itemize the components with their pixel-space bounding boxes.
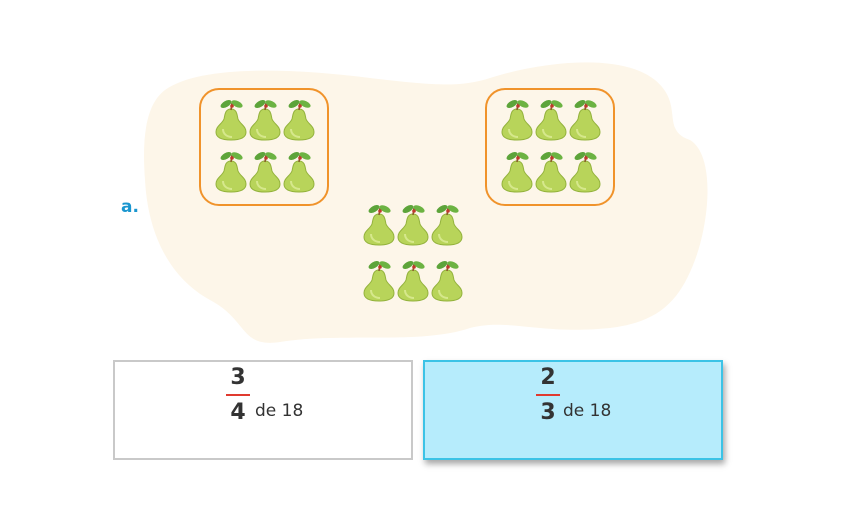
fraction-denominator: 3 (540, 400, 556, 425)
pear-icon (532, 95, 570, 141)
pear-group-box-left (199, 88, 329, 206)
option-text: de 18 (563, 401, 612, 421)
fraction-bar (226, 394, 250, 396)
fraction-numerator: 2 (540, 365, 556, 390)
fraction: 2 3 (534, 366, 562, 425)
pear-icon (566, 147, 604, 193)
pear-icon (280, 147, 318, 193)
pear-icon (566, 95, 604, 141)
pear-icon (360, 256, 398, 302)
pear-icon (394, 256, 432, 302)
pear-icon (360, 200, 398, 246)
answer-option-three-quarters[interactable]: 3 4 de 18 (113, 360, 413, 460)
pear-icon (394, 200, 432, 246)
question-label: a. (121, 197, 139, 217)
pear-icon (212, 147, 250, 193)
pear-group-box-right (485, 88, 615, 206)
pear-icon (246, 95, 284, 141)
pear-icon (498, 95, 536, 141)
fraction-denominator: 4 (230, 400, 246, 425)
fraction: 3 4 (224, 366, 252, 425)
fraction-bar (536, 394, 560, 396)
fraction-numerator: 3 (230, 365, 246, 390)
pear-icon (428, 256, 466, 302)
pear-icon (212, 95, 250, 141)
pear-icon (428, 200, 466, 246)
option-text: de 18 (255, 401, 304, 421)
pear-icon (246, 147, 284, 193)
answer-option-two-thirds[interactable]: 2 3 de 18 (423, 360, 723, 460)
pear-icon (280, 95, 318, 141)
pear-icon (498, 147, 536, 193)
pear-icon (532, 147, 570, 193)
